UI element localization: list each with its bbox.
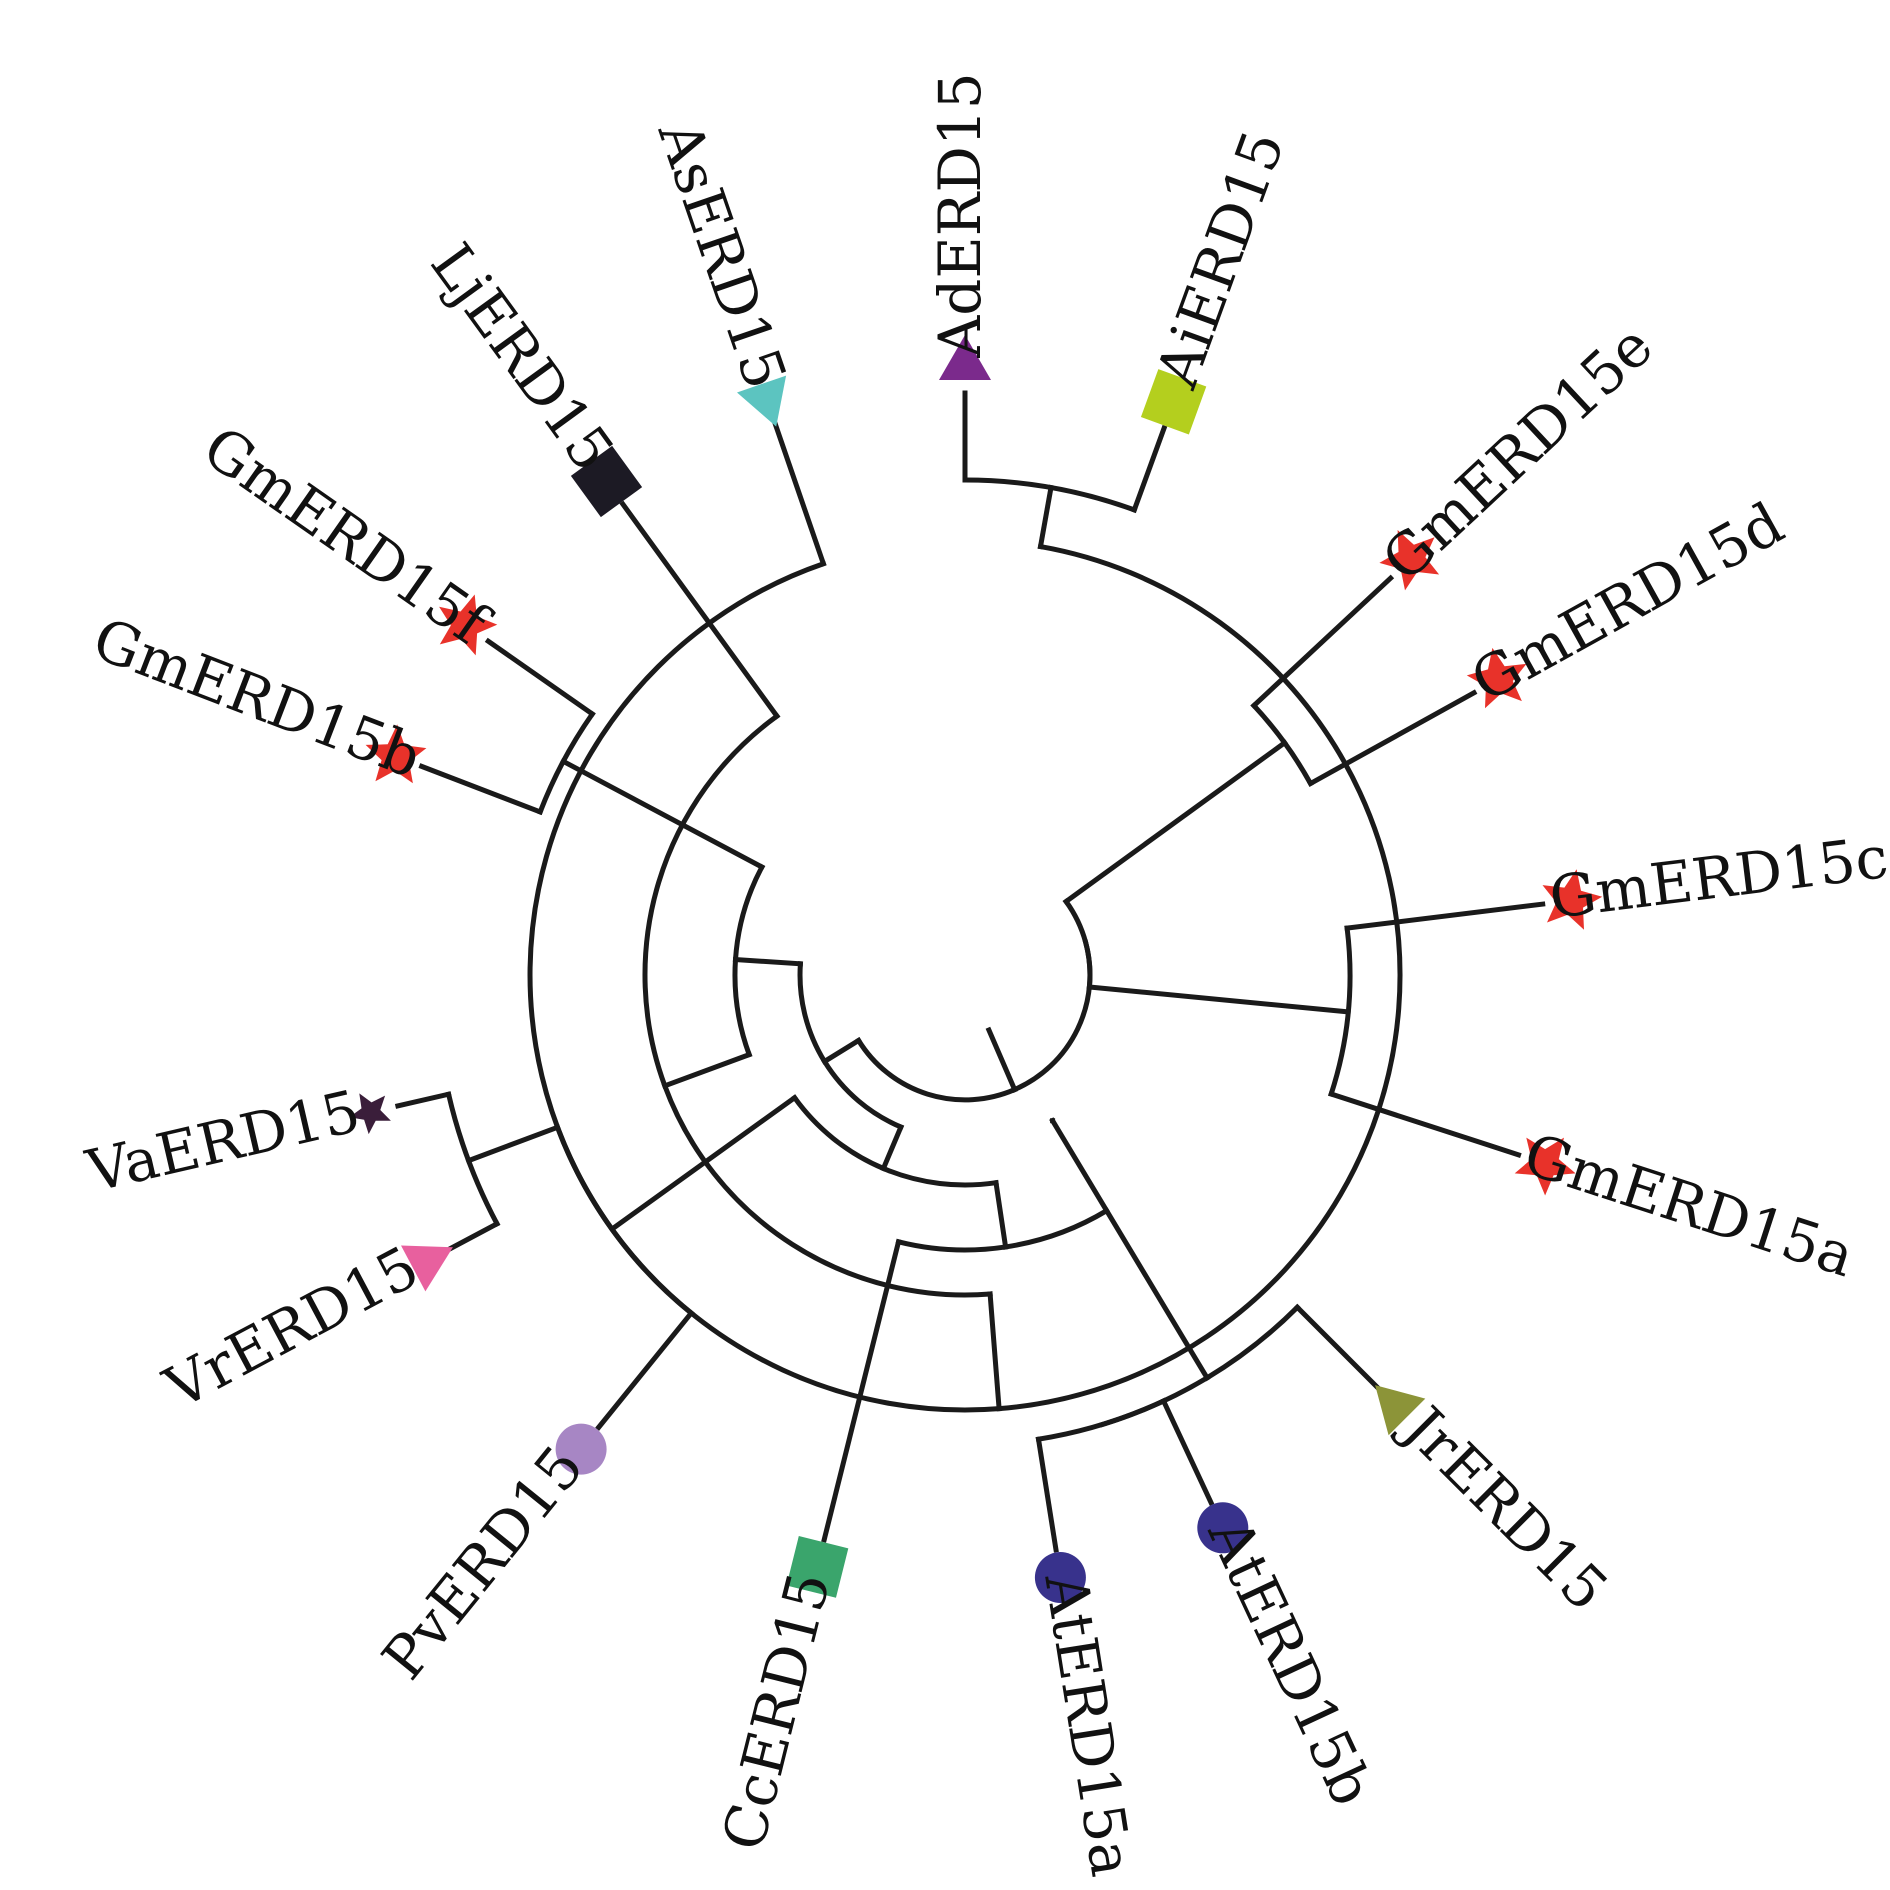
clade-arc	[1035, 1397, 1167, 1443]
clade-arc	[527, 543, 1403, 1413]
internal-branch	[993, 1179, 1009, 1250]
branch-to-gmerd15b	[418, 763, 544, 816]
clade-arc	[1062, 898, 1093, 990]
branch-to-gmerd15d	[1307, 689, 1478, 787]
aierd15-marker-square	[1140, 369, 1207, 435]
clade-arc	[1250, 702, 1314, 787]
clade-arc	[445, 1091, 501, 1228]
branch-to-gmerd15c	[1344, 901, 1546, 931]
internal-branch	[987, 1291, 1002, 1412]
branch-to-aserd15	[772, 421, 827, 567]
branch-to-vrerd15	[447, 1220, 501, 1252]
root-stub	[985, 1026, 1018, 1093]
label-aderd15: AdERD15	[926, 72, 994, 358]
branch-to-ccerd15	[821, 1238, 902, 1543]
label-gmerd15b: GmERD15b	[84, 604, 430, 791]
label-gmerd15a: GmERD15a	[1516, 1120, 1863, 1290]
label-ljerd15: LjERD15	[418, 231, 628, 484]
aterd15a-marker-circle	[1034, 1552, 1086, 1603]
jrerd15-marker-triangle-down	[1375, 1385, 1426, 1436]
clade-arc	[855, 939, 1093, 1103]
label-jrerd15: JrERD15	[1387, 1390, 1621, 1624]
clade-arc	[536, 710, 596, 816]
label-pverd15: PvERD15	[369, 1433, 597, 1692]
internal-branch	[1049, 1117, 1211, 1382]
label-aierd15: AiERD15	[1142, 122, 1297, 397]
branch-to-aterd15a	[1035, 1436, 1059, 1553]
label-aterd15b: AtERD15b	[1194, 1507, 1386, 1815]
clade-arc	[895, 1207, 1111, 1253]
label-ccerd15: CcERD15	[709, 1566, 844, 1857]
branch-to-gmerd15e	[1250, 574, 1395, 710]
ljerd15-marker-square	[570, 445, 643, 518]
ccerd15-marker-square	[786, 1535, 849, 1598]
vaerd15-marker-star	[349, 1093, 391, 1135]
gmerd15a-marker-star	[1514, 1137, 1576, 1196]
clade-arc	[732, 863, 766, 1058]
label-gmerd15c: GmERD15c	[1546, 823, 1890, 932]
internal-branch	[608, 1094, 799, 1233]
tree-branches	[394, 390, 1546, 1553]
clade-arc	[1328, 925, 1353, 1098]
branch-to-aterd15b	[1160, 1397, 1215, 1506]
gmerd15e-marker-star	[1379, 530, 1440, 591]
internal-branch	[465, 1124, 561, 1164]
clade-arc	[962, 477, 1138, 514]
internal-branch	[821, 1037, 863, 1065]
branch-to-pverd15	[595, 1309, 695, 1431]
clade-arc	[642, 712, 993, 1298]
label-gmerd15e: GmERD15e	[1369, 312, 1665, 595]
internal-branch	[880, 1123, 905, 1172]
branch-to-aierd15	[1131, 424, 1168, 514]
branch-to-ljerd15	[619, 500, 781, 720]
label-aterd15a: AtERD15a	[1031, 1568, 1146, 1881]
label-vaerd15: VaERD15	[80, 1077, 367, 1206]
label-gmerd15f: GmERD15f	[191, 413, 502, 660]
label-aserd15: AsERD15	[645, 111, 800, 397]
internal-branch	[559, 758, 766, 871]
pverd15-marker-circle	[555, 1423, 607, 1475]
aserd15-marker-triangle-down	[737, 375, 787, 427]
internal-branch	[1062, 739, 1289, 905]
aterd15b-marker-circle	[1197, 1502, 1249, 1554]
branch-to-gmerd15f	[484, 637, 596, 718]
label-gmerd15d: GmERD15d	[1460, 489, 1795, 716]
branch-to-gmerd15a	[1328, 1090, 1522, 1158]
tip-markers	[349, 335, 1603, 1603]
gmerd15f-marker-star	[439, 594, 498, 656]
gmerd15b-marker-star	[365, 724, 427, 784]
gmerd15d-marker-star	[1466, 647, 1527, 709]
clade-arc	[554, 1124, 695, 1317]
vrerd15-marker-triangle-down	[401, 1245, 453, 1292]
clade-arc	[797, 961, 905, 1131]
aderd15-marker-triangle-up	[939, 335, 991, 380]
internal-branch	[661, 1051, 753, 1090]
gmerd15c-marker-star	[1542, 869, 1603, 930]
internal-branch	[1037, 484, 1054, 550]
branch-to-jrerd15	[1293, 1303, 1381, 1391]
label-vrerd15: VrERD15	[153, 1233, 429, 1423]
clade-arc	[791, 1094, 999, 1188]
branch-to-vaerd15	[394, 1091, 452, 1109]
internal-branch	[1086, 984, 1351, 1015]
internal-branch	[732, 956, 804, 967]
